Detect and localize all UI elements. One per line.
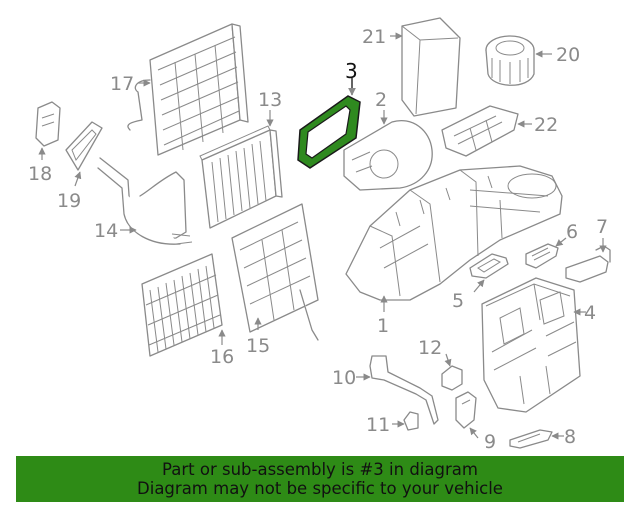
callout-21: 21 [362, 26, 386, 48]
part-15-panel[interactable] [231, 203, 319, 341]
part-10-linkage[interactable] [369, 355, 439, 425]
callout-4: 4 [584, 302, 596, 324]
part-18-sensor[interactable] [35, 101, 61, 147]
callout-8: 8 [564, 426, 576, 448]
callout-17: 17 [110, 73, 134, 95]
callout-2: 2 [375, 89, 387, 111]
parts-diagram: 17 18 19 14 13 16 15 [28, 17, 611, 453]
part-9-sensor[interactable] [455, 391, 477, 429]
banner-line-disclaimer: Diagram may not be specific to your vehi… [137, 479, 503, 498]
part-19-seal[interactable] [65, 121, 103, 171]
part-2-blower-housing[interactable] [343, 120, 433, 191]
part-4-lower-housing[interactable] [481, 277, 581, 413]
part-11-plug[interactable] [403, 411, 419, 431]
callout-6: 6 [566, 221, 578, 243]
callout-3: 3 [345, 59, 358, 83]
part-20-blower-motor[interactable] [485, 35, 535, 86]
part-6-seal[interactable] [525, 243, 559, 269]
part-1-hvac-case[interactable] [345, 165, 563, 301]
callout-1: 1 [377, 315, 389, 337]
callout-12: 12 [418, 337, 442, 359]
part-22-vent-bracket[interactable] [441, 105, 519, 157]
callout-15: 15 [246, 335, 270, 357]
part-16-filter[interactable] [141, 253, 223, 357]
callout-16: 16 [210, 346, 234, 368]
callout-5: 5 [452, 290, 464, 312]
part-3-gasket-highlighted[interactable] [297, 95, 361, 169]
part-17-evaporator[interactable] [127, 23, 249, 156]
callout-10: 10 [332, 367, 356, 389]
part-13-heater-core[interactable] [199, 125, 283, 229]
callout-22: 22 [534, 114, 558, 136]
part-14-tubes[interactable] [97, 157, 193, 245]
banner-line-part-info: Part or sub-assembly is #3 in diagram [162, 460, 478, 479]
callout-11: 11 [366, 414, 390, 436]
callout-19: 19 [57, 190, 81, 212]
callout-14: 14 [94, 220, 118, 242]
info-banner: Part or sub-assembly is #3 in diagram Di… [16, 456, 624, 502]
callout-20: 20 [556, 44, 580, 66]
callout-18: 18 [28, 163, 52, 185]
part-21-filter-box[interactable] [401, 17, 461, 117]
callout-9: 9 [484, 431, 496, 453]
part-5-seal[interactable] [469, 253, 509, 279]
callout-13: 13 [258, 89, 282, 111]
part-12-clip[interactable] [441, 365, 463, 391]
callout-7: 7 [596, 216, 608, 238]
part-8-wedge[interactable] [509, 429, 553, 449]
